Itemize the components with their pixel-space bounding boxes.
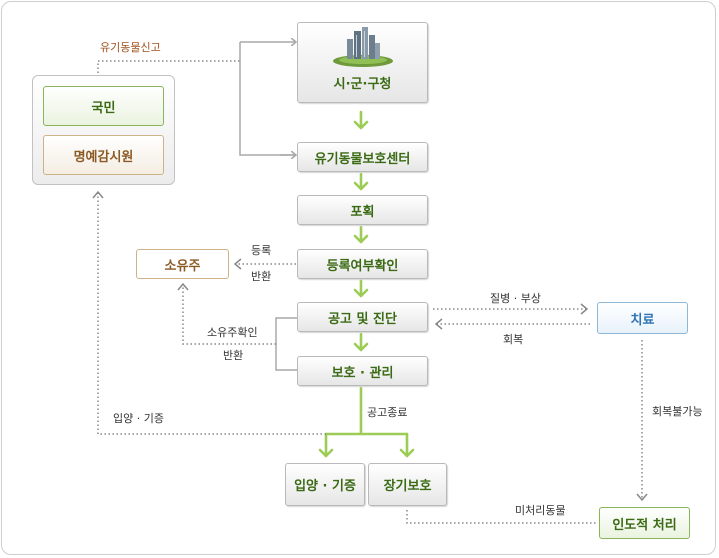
flow-arrow-5 xyxy=(353,332,369,352)
dotted-adoption-loop xyxy=(97,192,326,435)
flow-arrow-1 xyxy=(353,110,369,130)
notice-diagnosis-node: 공고 및 진단 xyxy=(297,302,428,332)
notice-end-label: 공고종료 xyxy=(367,406,408,419)
honorary-inspector-node: 명예감시원 xyxy=(43,135,164,175)
adoption-donation-node: 입양 · 기증 xyxy=(285,463,365,506)
flow-arrow-long-term xyxy=(399,432,415,458)
owner-arrowhead-2 xyxy=(177,282,189,291)
treatment-node: 치료 xyxy=(597,302,688,334)
owner-arrowhead-1 xyxy=(233,258,242,270)
city-office-node: 시·군·구청 xyxy=(297,22,428,103)
citizen-arrowhead xyxy=(92,190,104,199)
return-label-1: 반환 xyxy=(251,270,272,283)
unrecoverable-label: 회복불가능 xyxy=(652,405,703,418)
euthanasia-arrowhead xyxy=(636,493,648,502)
notice-management-bracket xyxy=(275,317,297,371)
notice-end-line xyxy=(324,386,409,436)
citizen-node: 국민 xyxy=(43,86,164,126)
dotted-bracket-to-owner xyxy=(182,284,276,345)
return-label-2: 반환 xyxy=(223,349,244,362)
bracket-to-city-office xyxy=(239,42,294,156)
flow-arrow-2 xyxy=(353,172,369,191)
disease-injury-label: 질병 · 부상 xyxy=(490,292,541,305)
treatment-arrowhead xyxy=(580,303,589,315)
registration-check-node: 등록여부확인 xyxy=(297,249,428,279)
city-buildings-icon xyxy=(332,27,393,67)
protection-center-node: 유기동물보호센터 xyxy=(297,142,428,172)
green-flow-arrows xyxy=(318,110,415,458)
unprocessed-animals-label: 미처리동물 xyxy=(515,504,566,517)
protection-management-node: 보호 · 관리 xyxy=(297,356,428,386)
report-dotted-line xyxy=(97,60,240,73)
owner-node: 소유주 xyxy=(136,249,229,279)
long-term-care-node: 장기보호 xyxy=(368,463,447,506)
capture-node: 포획 xyxy=(297,195,428,225)
adoption-path-label: 입양 · 기증 xyxy=(113,412,164,425)
registered-label: 등록 xyxy=(251,244,272,257)
flow-arrow-adoption xyxy=(318,432,334,458)
dotted-longterm-to-euthanasia xyxy=(406,510,597,524)
report-label: 유기동물신고 xyxy=(100,41,161,54)
flow-arrow-3 xyxy=(353,225,369,244)
flow-arrow-4 xyxy=(353,278,369,298)
city-office-label: 시·군·구청 xyxy=(333,77,392,92)
recovery-label: 회복 xyxy=(503,333,524,346)
euthanasia-node: 인도적 처리 xyxy=(599,507,690,539)
owner-confirmed-label: 소유주확인 xyxy=(207,326,258,339)
notice-arrowhead xyxy=(434,318,443,330)
